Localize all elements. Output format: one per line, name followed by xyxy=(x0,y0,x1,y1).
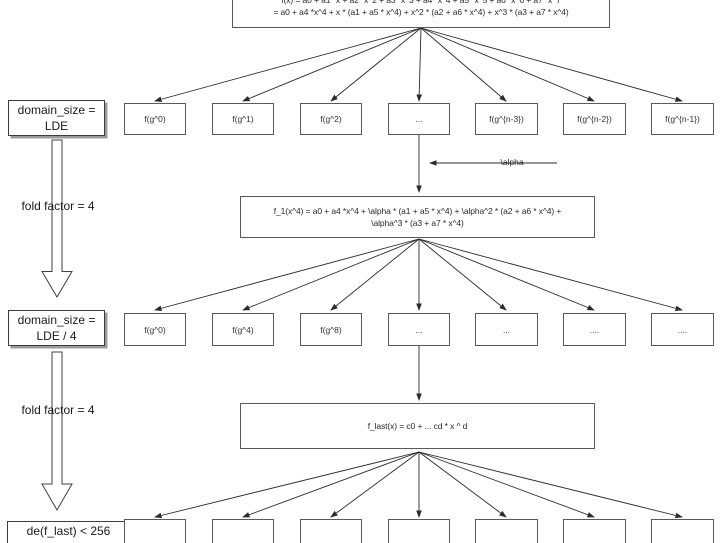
bottom-fan-arrows xyxy=(154,451,683,519)
evaluation-label: f(g^{n-3}) xyxy=(489,114,524,124)
domain-size-lde4-box: domain_size = LDE / 4 xyxy=(8,310,105,346)
evaluation-box: f(g^1) xyxy=(212,103,274,135)
evaluation-label: f(g^{n-1}) xyxy=(665,114,700,124)
evaluation-label: ... xyxy=(415,324,423,335)
f-polynomial-line1: f(x) = a0 + a1 *x + a2 *x^2 + a3 *x^3 + … xyxy=(281,0,561,5)
evaluation-box: f(g^{n-3}) xyxy=(475,103,538,135)
evaluation-box: .... xyxy=(563,313,626,346)
evaluation-label: .... xyxy=(589,324,600,335)
final-evaluation-box xyxy=(563,519,626,543)
evaluation-label: f(g^4) xyxy=(232,324,254,335)
evaluation-label: ... xyxy=(415,114,423,124)
evaluation-label: .... xyxy=(677,324,688,335)
fold-down-arrow-icon xyxy=(41,139,73,298)
evaluation-box: f(g^4) xyxy=(212,313,274,346)
final-evaluation-box xyxy=(475,519,538,543)
evaluation-label: f(g^0) xyxy=(144,114,166,124)
evaluation-label: f(g^8) xyxy=(320,324,342,335)
evaluation-box: .... xyxy=(651,313,714,346)
degree-bound-box: de(f_last) < 256 xyxy=(7,521,130,543)
evaluation-label: f(g^1) xyxy=(232,114,254,124)
evaluation-label: f(g^{n-2}) xyxy=(577,114,612,124)
evaluation-box: ... xyxy=(388,103,450,135)
fold-down-arrow-2-icon xyxy=(41,351,73,512)
evaluation-label: f(g^0) xyxy=(144,324,166,335)
domain-size-lde-box: domain_size = LDE xyxy=(8,100,105,136)
final-evaluation-box xyxy=(212,519,274,543)
final-evaluation-box xyxy=(651,519,714,543)
f1-folded-polynomial-box: f_1(x^4) = a0 + a4 *x^4 + \alpha * (a1 +… xyxy=(240,196,595,238)
evaluation-box: ... xyxy=(388,313,450,346)
fold-factor-2-label: fold factor = 4 xyxy=(21,403,95,417)
final-evaluation-box xyxy=(124,519,186,543)
f-polynomial-line2: = a0 + a4 *x^4 + x * (a1 + a5 * x^4) + x… xyxy=(273,7,569,18)
alpha-label: \alpha xyxy=(500,157,524,167)
evaluation-box: f(g^{n-2}) xyxy=(563,103,626,135)
final-evaluation-box xyxy=(388,519,450,543)
evaluation-box: f(g^2) xyxy=(300,103,362,135)
top-fan-arrows xyxy=(154,27,683,102)
evaluation-box: f(g^8) xyxy=(300,313,362,346)
f-last-polynomial-box: f_last(x) = c0 + ... cd * x ^ d xyxy=(240,403,595,449)
evaluation-box: f(g^{n-1}) xyxy=(651,103,714,135)
f1-fan-arrows xyxy=(154,238,683,312)
degree-bound-label: de(f_last) < 256 xyxy=(26,524,111,538)
evaluation-box: f(g^0) xyxy=(124,103,186,135)
f1-line1: f_1(x^4) = a0 + a4 *x^4 + \alpha * (a1 +… xyxy=(273,205,562,216)
domain-size-lde-line1: domain_size = xyxy=(17,103,96,117)
domain-size-lde4-line2: LDE / 4 xyxy=(36,328,77,343)
domain-size-lde4-line1: domain_size = xyxy=(17,313,96,327)
fold-factor-label: fold factor = 4 xyxy=(21,199,95,213)
evaluation-box: f(g^0) xyxy=(124,313,186,346)
f-polynomial-box: f(x) = a0 + a1 *x + a2 *x^2 + a3 *x^3 + … xyxy=(232,0,610,28)
f-last-label: f_last(x) = c0 + ... cd * x ^ d xyxy=(367,420,468,431)
evaluation-box: ... xyxy=(475,313,538,346)
f1-line2: \alpha^3 * (a3 + a7 * x^4) xyxy=(371,218,464,228)
evaluation-label: f(g^2) xyxy=(320,114,342,124)
evaluation-label: ... xyxy=(502,324,511,335)
final-evaluation-box xyxy=(300,519,362,543)
domain-size-lde-line2: LDE xyxy=(44,118,69,133)
